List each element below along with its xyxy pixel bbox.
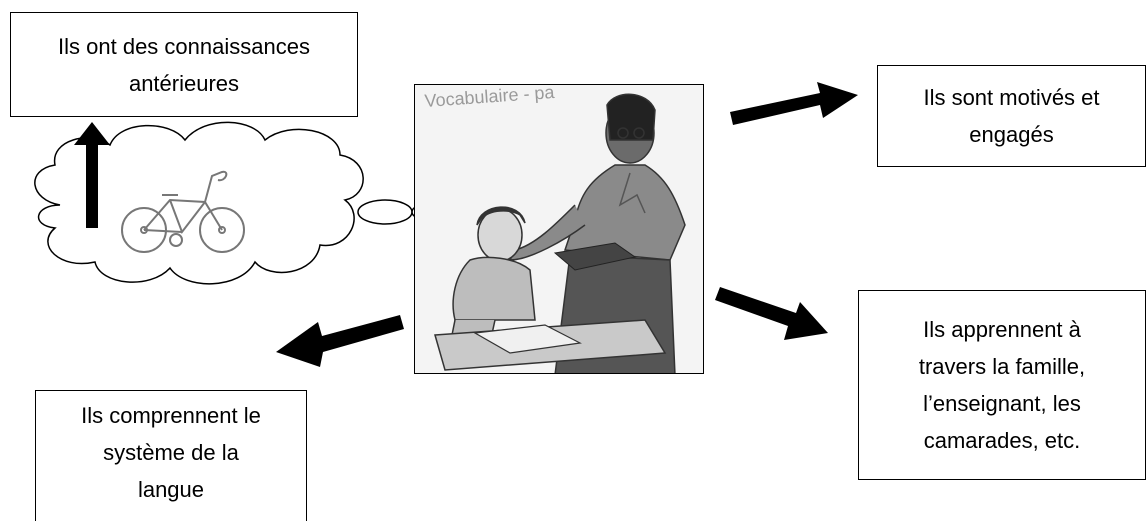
learn-through-text: Ils apprennent à travers la famille, l’e… xyxy=(918,317,1086,453)
understand-system-text: Ils comprennent le système de la langue xyxy=(81,403,261,502)
teacher-student-drawing: Vocabulaire - pa xyxy=(424,85,686,373)
bicycle-icon xyxy=(121,170,245,253)
arrow-up xyxy=(74,122,110,228)
arrow-right-up xyxy=(730,82,858,125)
prior-knowledge-box: Ils ont des connaissances antérieures xyxy=(10,12,358,117)
arrow-left-down xyxy=(276,315,404,367)
motivated-text: Ils sont motivés et engagés xyxy=(923,85,1100,147)
svg-text:Vocabulaire - pa: Vocabulaire - pa xyxy=(424,85,556,111)
classroom-illustration: Vocabulaire - pa xyxy=(414,84,704,374)
motivated-box: Ils sont motivés et engagés xyxy=(877,65,1146,167)
thought-bubble-large xyxy=(357,199,413,225)
thought-cloud xyxy=(34,121,364,285)
prior-knowledge-text: Ils ont des connaissances antérieures xyxy=(58,33,310,96)
arrow-right-down xyxy=(715,287,828,340)
understand-system-box: Ils comprennent le système de la langue xyxy=(35,390,307,521)
learn-through-box: Ils apprennent à travers la famille, l’e… xyxy=(858,290,1146,480)
